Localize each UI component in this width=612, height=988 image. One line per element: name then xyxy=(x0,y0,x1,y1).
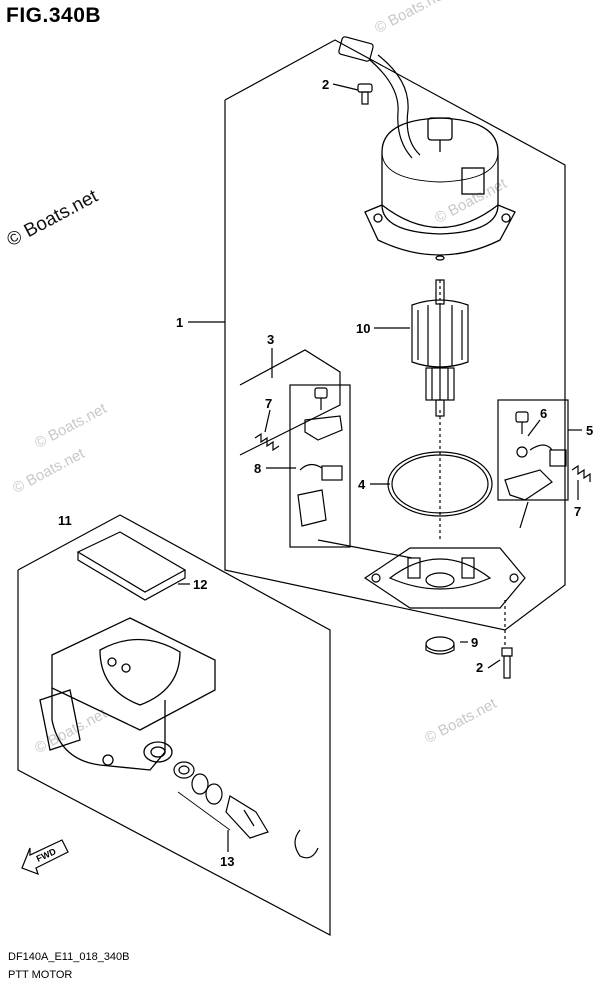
o-ring xyxy=(387,451,493,517)
brush-holder-right xyxy=(504,411,567,501)
callout-11: 11 xyxy=(58,513,72,528)
callout-2b: 2 xyxy=(476,660,483,675)
callout-9: 9 xyxy=(471,635,478,650)
leader-2a xyxy=(332,83,359,91)
figure-name: PTT MOTOR xyxy=(8,969,73,981)
figure-code: DF140A_E11_018_340B xyxy=(8,951,130,963)
figure-title: FIG.340B xyxy=(6,4,102,27)
callout-13: 13 xyxy=(220,854,234,869)
valve-assembly xyxy=(173,761,319,859)
armature xyxy=(411,279,469,417)
filter-plate xyxy=(76,531,187,601)
motor-base-plate xyxy=(363,547,526,609)
brush-holder-left xyxy=(297,387,343,527)
callout-3: 3 xyxy=(267,332,274,347)
seal xyxy=(425,636,455,655)
guide-line-4 xyxy=(519,501,529,529)
callout-4: 4 xyxy=(358,477,366,492)
group-outline-11 xyxy=(17,514,331,936)
leader-6 xyxy=(527,419,541,437)
pump-housing xyxy=(39,617,216,771)
callout-6: 6 xyxy=(540,406,547,421)
brush-holder-frame xyxy=(289,384,351,548)
callout-2a: 2 xyxy=(322,77,329,92)
screw-top xyxy=(357,83,373,105)
spring-right xyxy=(571,464,591,482)
callout-7a: 7 xyxy=(265,396,272,411)
motor-cable xyxy=(338,36,421,159)
brush-holder-right-frame xyxy=(497,399,569,501)
group-outline-3 xyxy=(239,349,341,456)
callout-10: 10 xyxy=(356,321,370,336)
spring-left xyxy=(254,432,280,452)
leader-7a xyxy=(264,409,271,433)
motor-housing xyxy=(364,117,516,261)
leader-2b xyxy=(487,659,501,669)
callout-1: 1 xyxy=(176,315,183,330)
callout-8: 8 xyxy=(254,461,261,476)
callout-5: 5 xyxy=(586,423,593,438)
bolt-bottom xyxy=(501,647,513,679)
group-outline-1 xyxy=(224,39,566,631)
callout-12: 12 xyxy=(193,577,207,592)
callout-7b: 7 xyxy=(574,504,581,519)
guide-line-3 xyxy=(317,539,413,559)
fwd-arrow xyxy=(21,839,69,876)
